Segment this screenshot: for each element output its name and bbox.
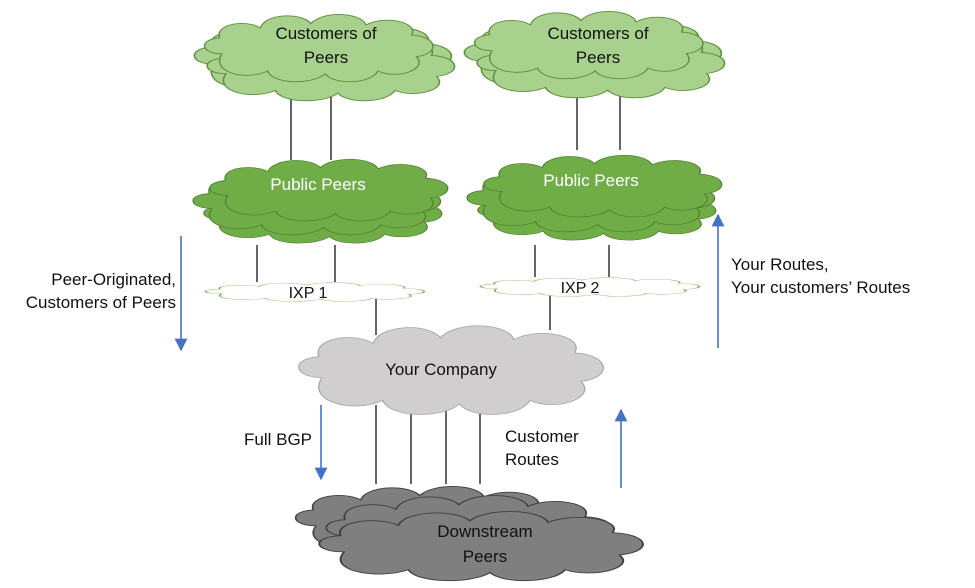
customer-routes-line1: Customer	[505, 427, 579, 446]
customer-routes-annotation: Customer Routes	[505, 425, 615, 471]
cloud-your-company: Your Company	[297, 324, 605, 416]
cloud-customers-of-peers-left: Customers of Peers	[193, 13, 456, 102]
ixp2-label: IXP 2	[561, 280, 600, 297]
cloud-customers-of-peers-right: Customers of Peers	[463, 10, 726, 99]
downstream-line2: Peers	[463, 547, 507, 566]
cloud-ixp-1: IXP 1	[204, 281, 426, 303]
customers-right-line2: Peers	[576, 48, 620, 67]
cloud-ixp-2: IXP 2	[479, 276, 701, 298]
full-bgp-annotation: Full BGP	[244, 430, 313, 449]
customers-left-line1: Customers of	[275, 24, 376, 43]
public-peers-left-label: Public Peers	[270, 175, 365, 194]
peer-originated-line1: Peer-Originated,	[51, 270, 176, 289]
your-routes-line2: Your customers’ Routes	[731, 278, 911, 297]
route-arrows	[174, 213, 725, 488]
cloud-public-peers-right: Public Peers	[466, 154, 723, 241]
customers-right-line1: Customers of	[547, 24, 648, 43]
cloud-public-peers-left: Public Peers	[192, 158, 449, 244]
downstream-line1: Downstream	[437, 522, 532, 541]
your-routes-line1: Your Routes,	[731, 255, 829, 274]
peer-originated-line2: Customers of Peers	[25, 293, 176, 312]
your-company-label: Your Company	[385, 360, 497, 379]
cloud-downstream-peers: Downstream Peers	[294, 485, 644, 582]
customer-routes-line2: Routes	[505, 450, 559, 469]
connection-lines	[256, 92, 621, 484]
customers-left-line2: Peers	[304, 48, 348, 67]
peer-originated-annotation: Peer-Originated, Customers of Peers	[6, 268, 176, 314]
your-routes-annotation: Your Routes, Your customers’ Routes	[731, 253, 971, 299]
ixp1-label: IXP 1	[289, 285, 328, 302]
public-peers-right-label: Public Peers	[543, 171, 638, 190]
